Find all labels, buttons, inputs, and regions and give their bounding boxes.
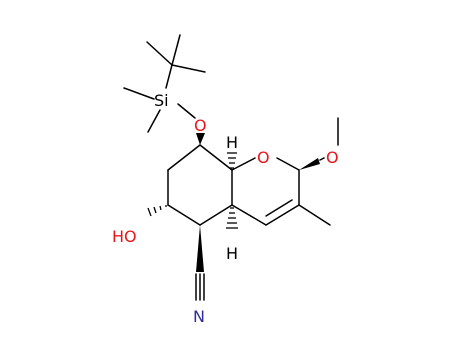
bond-c6-c5 xyxy=(167,204,201,226)
atom-nitrogen: N xyxy=(193,307,205,326)
atom-si: Si xyxy=(154,91,169,110)
bond-tbu-c-me3 xyxy=(171,64,206,73)
atom-o-ring: O xyxy=(257,148,270,167)
wedge-bonds xyxy=(196,133,320,272)
bond-si-me-left xyxy=(123,87,155,100)
bond-tbu-c-me2 xyxy=(171,34,181,66)
bond-c4-c4a xyxy=(231,204,267,226)
bond-tbu-c-me1 xyxy=(146,41,173,66)
bond-c3-c4-double xyxy=(265,199,293,217)
bond-c3-methyl xyxy=(298,204,331,226)
atom-h-8a: H xyxy=(226,133,238,152)
bond-si-me-down xyxy=(147,109,161,133)
bond-c8-c7 xyxy=(167,144,201,171)
bonds xyxy=(123,34,339,301)
bond-c3-c4 xyxy=(265,204,300,226)
bond-c8a-o1 xyxy=(231,157,256,171)
wedge-c8-o xyxy=(196,133,205,145)
atom-o-silyl: O xyxy=(194,116,207,135)
bond-tbu-c-si xyxy=(165,64,173,89)
bond-c8a-c8 xyxy=(199,144,233,171)
bond-o1-c2 xyxy=(276,157,300,171)
hashed-bonds xyxy=(147,152,238,229)
bond-c5-c4a xyxy=(199,204,233,226)
atom-labels: Si O O O HO N H H xyxy=(112,91,339,326)
atom-hydroxyl: HO xyxy=(112,227,137,246)
atom-o-methoxy: O xyxy=(326,148,339,167)
bond-si-o xyxy=(177,103,196,119)
wedge-c2-o xyxy=(299,158,320,170)
atom-h-4a: H xyxy=(226,244,238,263)
bond-c2-omethoxy xyxy=(319,157,325,161)
wedge-c5-cn xyxy=(196,225,204,272)
